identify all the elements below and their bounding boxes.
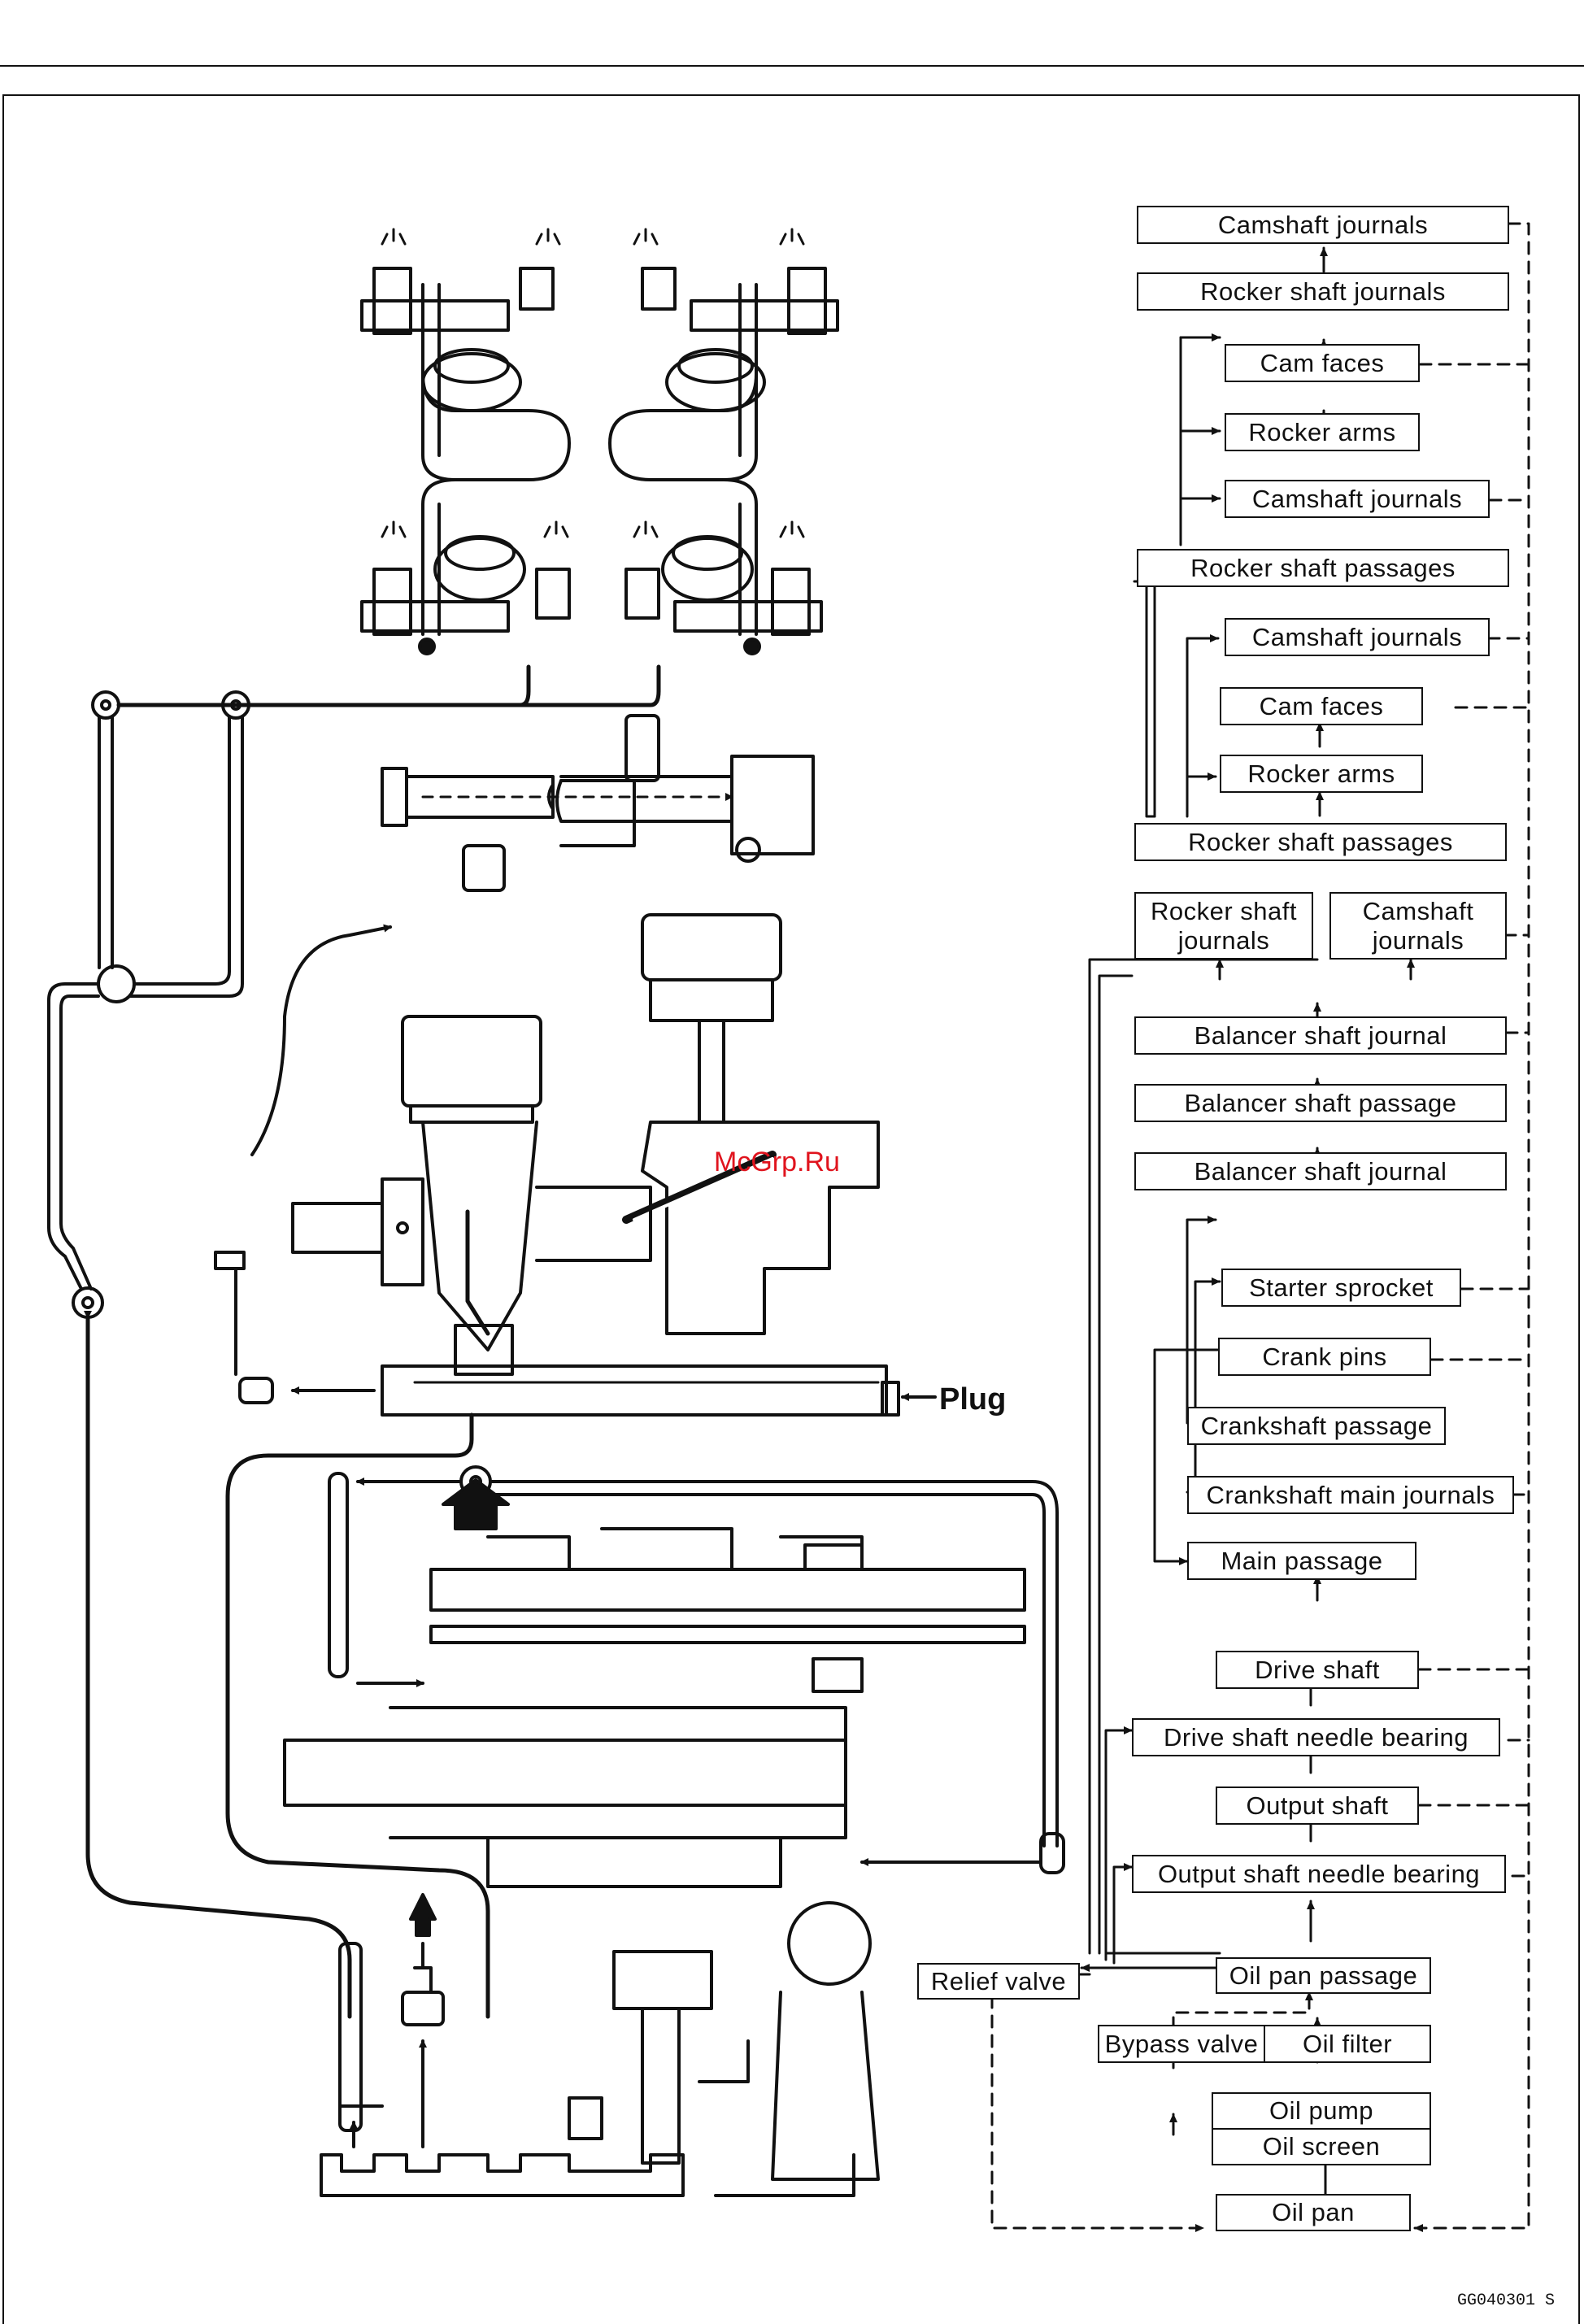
box-rocker-shaft-journals-top: Rocker shaft journals: [1137, 272, 1509, 311]
label: Oil pan passage: [1229, 1961, 1418, 1990]
label: Main passage: [1221, 1546, 1383, 1575]
figure-frame: [2, 94, 1580, 2324]
box-oil-pump-oil-screen: Oil pump Oil screen: [1212, 2092, 1431, 2165]
box-balancer-shaft-journal-upper: Balancer shaft journal: [1134, 1016, 1507, 1055]
label: Balancer shaft passage: [1184, 1088, 1457, 1117]
header-rule: [0, 65, 1584, 67]
box-balancer-shaft-journal-lower: Balancer shaft journal: [1134, 1152, 1507, 1190]
rocker-arm-assembly-left: [360, 267, 571, 655]
box-starter-sprocket: Starter sprocket: [1221, 1269, 1461, 1307]
label: Rocker shaft journals: [1200, 276, 1446, 306]
box-rocker-shaft-journals-second: Rocker shaft journals: [1134, 892, 1313, 960]
label: Rocker arms: [1248, 417, 1396, 446]
box-camshaft-journals-third: Camshaft journals: [1225, 618, 1490, 656]
box-rocker-arms-top: Rocker arms: [1225, 413, 1420, 451]
label: Balancer shaft journal: [1194, 1021, 1447, 1050]
label: Crank pins: [1262, 1342, 1387, 1371]
label: Drive shaft: [1255, 1655, 1380, 1684]
box-rocker-shaft-passages-top: Rocker shaft passages: [1137, 549, 1509, 587]
box-camshaft-journals-top: Camshaft journals: [1137, 206, 1509, 244]
box-drive-shaft: Drive shaft: [1216, 1651, 1419, 1689]
box-relief-valve: Relief valve: [917, 1963, 1080, 2000]
transmission-shafts-illustration: [283, 1465, 1065, 1888]
box-crankshaft-main-journals: Crankshaft main journals: [1187, 1476, 1514, 1514]
box-output-shaft: Output shaft: [1216, 1787, 1419, 1825]
label: Cam faces: [1260, 348, 1385, 377]
oil-screen-label: Oil screen: [1262, 2132, 1381, 2161]
label: Relief valve: [930, 1966, 1067, 1995]
box-camshaft-journals-fourth: Camshaft journals: [1329, 892, 1507, 960]
label: Camshaft journals: [1362, 896, 1474, 955]
box-rocker-shaft-passages-second: Rocker shaft passages: [1134, 823, 1507, 861]
label: Output shaft needle bearing: [1157, 1859, 1481, 1888]
box-cam-faces-top: Cam faces: [1225, 344, 1420, 382]
label: Crankshaft passage: [1200, 1411, 1433, 1440]
label: Cam faces: [1259, 691, 1384, 720]
box-cam-faces-second: Cam faces: [1220, 687, 1423, 725]
label: Balancer shaft journal: [1194, 1156, 1447, 1186]
box-bypass-valve-oil-filter: Bypass valve Oil filter: [1098, 2025, 1431, 2063]
box-rocker-arms-second: Rocker arms: [1220, 755, 1423, 793]
box-crankshaft-passage: Crankshaft passage: [1187, 1407, 1446, 1445]
label: Drive shaft needle bearing: [1164, 1722, 1469, 1752]
label: Camshaft journals: [1251, 622, 1463, 651]
box-output-shaft-needle-bearing: Output shaft needle bearing: [1132, 1855, 1506, 1893]
oil-pump-label: Oil pump: [1213, 2094, 1430, 2130]
crankshaft-illustration: [291, 1015, 652, 1376]
piston-connecting-rod-right: [622, 913, 880, 1335]
box-oil-pan: Oil pan: [1216, 2194, 1411, 2231]
box-balancer-shaft-passage: Balancer shaft passage: [1134, 1084, 1507, 1122]
crankcase-gallery: [214, 924, 937, 2019]
rocker-arm-assembly-right: [608, 267, 839, 655]
box-camshaft-journals-second: Camshaft journals: [1225, 480, 1490, 518]
box-crank-pins: Crank pins: [1218, 1338, 1431, 1376]
box-drive-shaft-needle-bearing: Drive shaft needle bearing: [1132, 1718, 1500, 1756]
label: Starter sprocket: [1249, 1273, 1434, 1302]
label: Crankshaft main journals: [1206, 1480, 1495, 1509]
oil-filter-label: Oil filter: [1302, 2029, 1393, 2058]
label: Rocker shaft passages: [1188, 827, 1453, 856]
oil-spray-marks: [381, 228, 805, 538]
figure-code: GG040301 S: [1457, 2291, 1556, 2310]
camshaft-illustration: [381, 714, 815, 892]
box-main-passage: Main passage: [1187, 1542, 1416, 1580]
label: Camshaft journals: [1251, 484, 1463, 513]
label: Rocker arms: [1247, 759, 1395, 788]
box-oil-pan-passage: Oil pan passage: [1216, 1957, 1431, 1994]
plug-label: Plug: [939, 1382, 1007, 1417]
label: Output shaft: [1246, 1791, 1389, 1820]
oil-pan-illustration: [320, 1893, 880, 2197]
label: Rocker shaft passages: [1190, 553, 1456, 582]
label: Oil pan: [1272, 2198, 1355, 2227]
bypass-valve-label: Bypass valve: [1099, 2026, 1265, 2061]
watermark: McGrp.Ru: [714, 1147, 840, 1177]
label: Rocker shaft journals: [1150, 896, 1297, 955]
label: Camshaft journals: [1217, 210, 1429, 239]
